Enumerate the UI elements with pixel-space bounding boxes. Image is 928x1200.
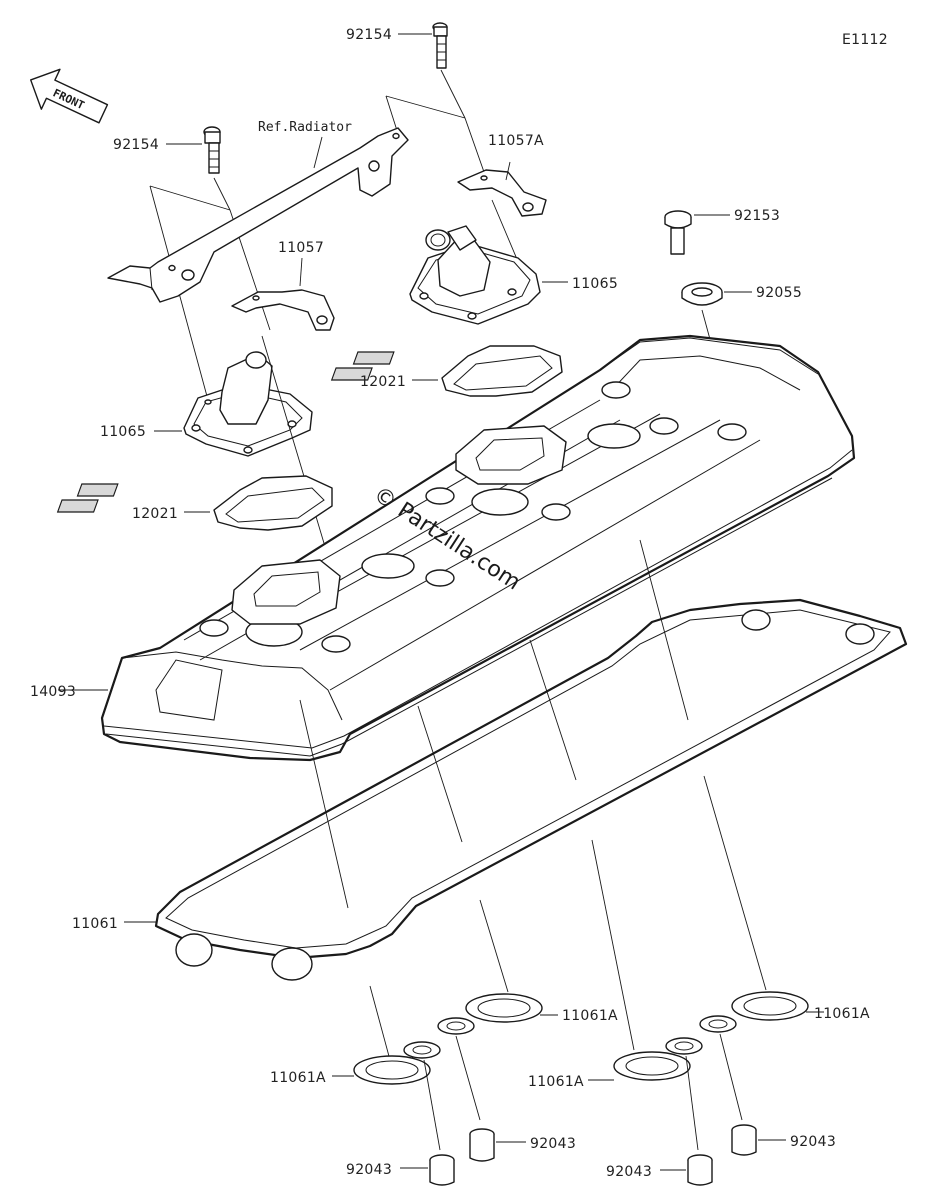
callout-11061a-1: 11061A — [562, 1008, 618, 1024]
cover-gasket-11061 — [154, 598, 908, 981]
callout-11065-left: 11065 — [100, 424, 146, 440]
collar-92043-4 — [687, 1154, 713, 1186]
callout-92043-3: 92043 — [790, 1134, 836, 1150]
plug-gasket-11061a-1 — [437, 993, 543, 1035]
bolt-92154-left — [203, 126, 221, 174]
collar-92043-2 — [429, 1154, 455, 1186]
head-cover-14093 — [100, 334, 856, 762]
callout-11061a-2: 11061A — [270, 1070, 326, 1086]
callout-92154-top: 92154 — [346, 27, 392, 43]
callout-14093: 14093 — [30, 684, 76, 700]
collar-92043-3 — [731, 1124, 757, 1156]
front-arrow-icon: FRONT — [30, 68, 109, 124]
diagram-code: E1112 — [842, 32, 888, 48]
callout-92043-1: 92043 — [530, 1136, 576, 1152]
breather-cover-11065-left — [183, 351, 313, 457]
callout-11065-right: 11065 — [572, 276, 618, 292]
bolt-92154-top — [432, 22, 448, 69]
gasket-12021-right — [330, 345, 563, 397]
callout-92043-2: 92043 — [346, 1162, 392, 1178]
plug-gasket-11061a-4 — [613, 1037, 703, 1081]
breather-cover-11065-right — [409, 225, 541, 325]
bolt-92153 — [664, 210, 692, 255]
radiator-bracket — [107, 127, 409, 303]
callout-92154-left: 92154 — [113, 137, 159, 153]
collar-92043-1 — [469, 1128, 495, 1162]
gasket-12021-left — [56, 475, 333, 531]
plug-gasket-11061a-3 — [699, 991, 809, 1033]
callout-92043-4: 92043 — [606, 1164, 652, 1180]
callout-11061a-4: 11061A — [528, 1074, 584, 1090]
plate-11057a — [457, 169, 547, 217]
plate-11057 — [231, 289, 335, 331]
plug-gasket-11061a-2 — [353, 1041, 441, 1085]
callout-11057: 11057 — [278, 240, 324, 256]
callout-11061: 11061 — [72, 916, 118, 932]
callout-12021-left: 12021 — [132, 506, 178, 522]
callout-11057a: 11057A — [488, 133, 544, 149]
washer-92055 — [681, 282, 723, 306]
reference-label: Ref.Radiator — [258, 120, 352, 135]
callout-92153: 92153 — [734, 208, 780, 224]
callout-92055: 92055 — [756, 285, 802, 301]
callout-12021-right: 12021 — [360, 374, 406, 390]
callout-11061a-3: 11061A — [814, 1006, 870, 1022]
